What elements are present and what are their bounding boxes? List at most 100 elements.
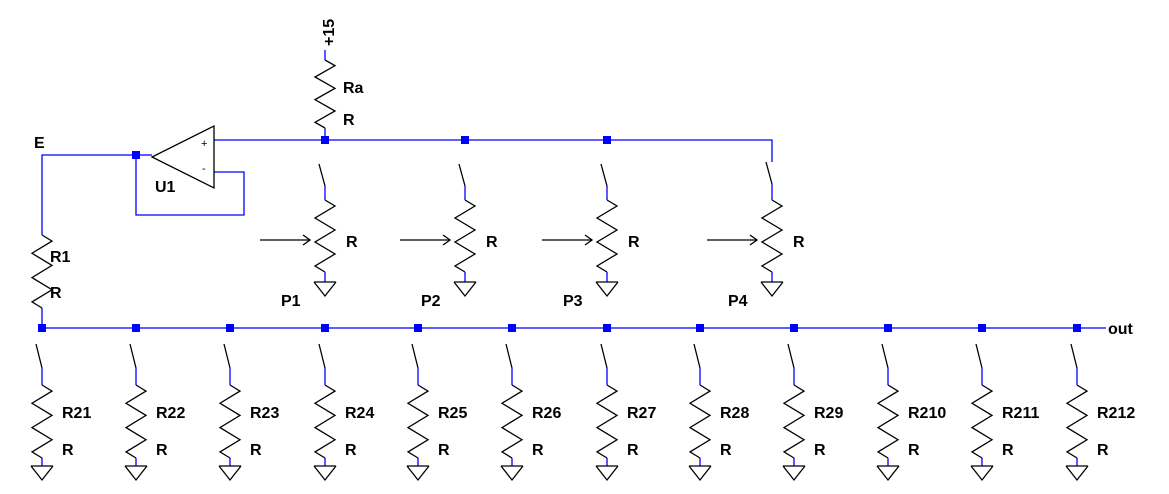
bank-name-7: R27 [627, 405, 656, 422]
bank-ground-7 [595, 465, 619, 482]
bank-resistor-2 [124, 384, 148, 459]
bank-value-5: R [438, 442, 450, 459]
switch-bank-6 [505, 343, 513, 369]
switch-pot-4 [765, 161, 773, 185]
bank-resistor-11 [970, 384, 994, 459]
opamp-plus: + [201, 138, 207, 150]
bank-resistor-12 [1065, 384, 1089, 459]
pot-name-1: P1 [281, 293, 301, 310]
junction-bank-3 [226, 324, 234, 332]
supply-label: +15 [321, 19, 338, 46]
pot-wiper-arrow-1 [260, 234, 312, 246]
bank-ground-6 [500, 465, 524, 482]
bank-ground-10 [876, 465, 900, 482]
bank-resistor-1 [30, 384, 54, 459]
ra-value: R [343, 112, 355, 129]
opamp-u1 [150, 124, 215, 190]
pot-name-3: P3 [563, 293, 583, 310]
junction-bank-4 [321, 324, 329, 332]
bank-value-1: R [62, 442, 74, 459]
switch-bank-2 [129, 343, 137, 369]
pot-wiper-arrow-3 [542, 234, 594, 246]
junction-bank-9 [790, 324, 798, 332]
bank-resistor-8 [688, 384, 712, 459]
junction-bank-5 [414, 324, 422, 332]
bank-value-10: R [908, 442, 920, 459]
pot-resistor-2 [453, 199, 477, 273]
bank-resistor-4 [313, 384, 337, 459]
bank-name-8: R28 [720, 405, 749, 422]
pot-name-4: P4 [728, 293, 748, 310]
switch-bank-10 [881, 343, 889, 369]
out-node-label: out [1108, 321, 1134, 338]
pot-ground-2 [453, 281, 477, 298]
bank-name-12: R212 [1097, 405, 1135, 422]
bank-resistor-9 [782, 384, 806, 459]
bank-resistor-7 [595, 384, 619, 459]
bank-name-4: R24 [345, 405, 374, 422]
opamp-feedback [135, 155, 245, 216]
pot-name-2: P2 [421, 293, 441, 310]
bank-ground-11 [970, 465, 994, 482]
opamp-name: U1 [155, 179, 176, 196]
junction-pot-2 [461, 136, 469, 144]
bank-value-2: R [156, 442, 168, 459]
switch-bank-11 [975, 343, 983, 369]
components [30, 59, 1089, 482]
junction-bank-6 [508, 324, 516, 332]
r1-value: R [50, 285, 62, 302]
pot-resistor-3 [595, 199, 619, 273]
bank-ground-12 [1065, 465, 1089, 482]
bank-name-10: R210 [908, 405, 946, 422]
pot-ground-1 [313, 281, 337, 298]
switch-bank-5 [411, 343, 419, 369]
ra-resistor [313, 59, 337, 129]
pot-value-3: R [628, 234, 640, 251]
bank-name-5: R25 [438, 405, 467, 422]
switch-pot-2 [458, 163, 466, 187]
junction-bank-10 [884, 324, 892, 332]
bank-value-11: R [1002, 442, 1014, 459]
wires [41, 50, 1106, 466]
bank-name-2: R22 [156, 405, 185, 422]
switch-bank-9 [787, 343, 795, 369]
e-node-label: E [34, 135, 45, 152]
bank-value-12: R [1097, 442, 1109, 459]
bank-value-9: R [814, 442, 826, 459]
opamp-minus: - [202, 163, 206, 175]
bank-name-3: R23 [250, 405, 279, 422]
pot-resistor-1 [313, 199, 337, 273]
switch-pot-1 [318, 163, 326, 187]
e-wire [41, 154, 136, 235]
bank-ground-4 [313, 465, 337, 482]
bank-ground-9 [782, 465, 806, 482]
pot-wiper-arrow-2 [400, 234, 452, 246]
pot-ground-4 [760, 281, 784, 298]
pot-value-2: R [486, 234, 498, 251]
bank-ground-5 [406, 465, 430, 482]
junction-pot-1 [321, 136, 329, 144]
r1-name: R1 [50, 249, 71, 266]
pot-ground-3 [595, 281, 619, 298]
switch-pot-3 [600, 163, 608, 187]
switch-bank-3 [223, 343, 231, 369]
ra-name: Ra [343, 80, 364, 97]
switch-bank-4 [318, 343, 326, 369]
pot-value-1: R [346, 234, 358, 251]
bank-value-4: R [345, 442, 357, 459]
bank-resistor-10 [876, 384, 900, 459]
bank-resistor-5 [406, 384, 430, 459]
junction-opamp-out [132, 151, 140, 159]
bank-value-3: R [250, 442, 262, 459]
bank-ground-8 [688, 465, 712, 482]
bank-ground-1 [30, 465, 54, 482]
switch-bank-1 [35, 343, 43, 369]
bank-value-7: R [627, 442, 639, 459]
bank-name-6: R26 [532, 405, 561, 422]
bank-ground-2 [124, 465, 148, 482]
junction-bank-12 [1073, 324, 1081, 332]
top-rail [214, 139, 773, 162]
switch-bank-7 [600, 343, 608, 369]
switch-bank-8 [693, 343, 701, 369]
